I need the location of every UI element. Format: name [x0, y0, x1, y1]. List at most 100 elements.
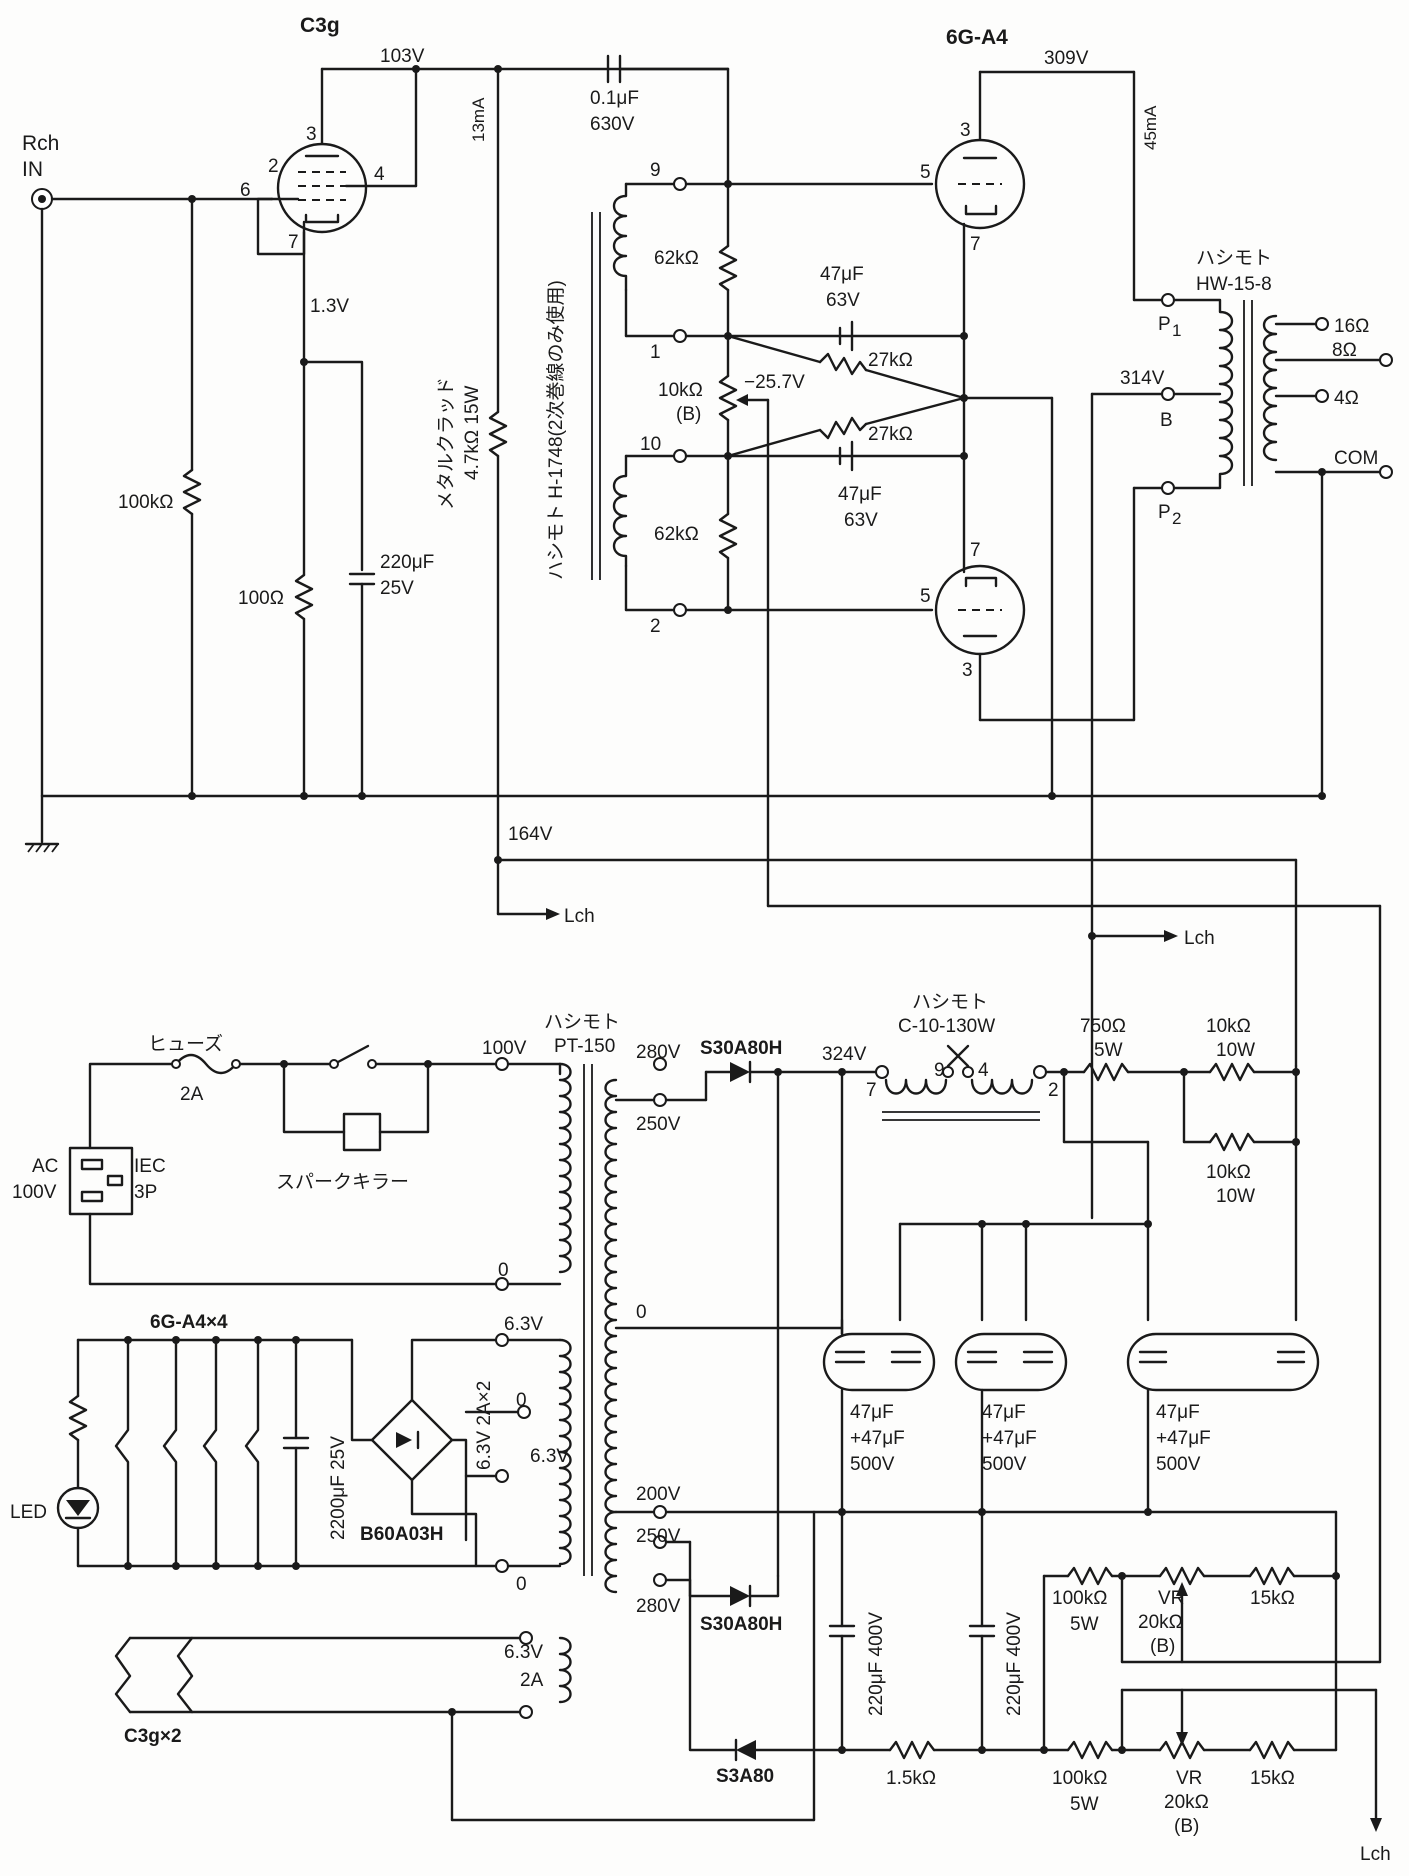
label-220uf-400v-b: 220μF 400V [1004, 1612, 1025, 1716]
iec-label-2: 3P [134, 1182, 157, 1203]
choke-brand: ハシモト [912, 992, 988, 1013]
pt-tap-0b: 0 [516, 1574, 527, 1595]
resistor-27k-top [818, 352, 868, 376]
lch-label-c: Lch [1360, 1844, 1391, 1865]
v-103: 103V [380, 46, 425, 67]
terminal-1-label: 1 [650, 342, 661, 363]
pt-tap-6-3a: 6.3V [504, 1314, 543, 1335]
pt-tap-center-0: 0 [636, 1302, 647, 1323]
choke-c10-130w [882, 1044, 1040, 1121]
label-25v: 25V [380, 578, 414, 599]
output-transformer [1172, 298, 1278, 490]
choke-pin-2: 2 [1048, 1080, 1059, 1101]
dual1-l2: +47μF [850, 1428, 905, 1449]
label-10k-pot: 10kΩ [658, 380, 703, 401]
capacitor-dual-1 [822, 1332, 936, 1392]
label-62k-bottom: 62kΩ [654, 524, 699, 545]
resistor-1-5k [888, 1740, 936, 1760]
terminal-8ohm [1379, 353, 1393, 367]
coupling-cap-voltage: 630V [590, 114, 635, 135]
capacitor-dual-2 [954, 1332, 1068, 1392]
dual2-l3: 500V [982, 1454, 1027, 1475]
dual3-l1: 47μF [1156, 1402, 1200, 1423]
pt-tap-100v: 100V [482, 1038, 527, 1059]
choke-pin-7: 7 [866, 1080, 877, 1101]
resistor-15k-b [1248, 1740, 1296, 1760]
c3g-pin-3: 3 [306, 124, 317, 145]
vr-20k-a [1158, 1566, 1206, 1586]
v-164: 164V [508, 824, 553, 845]
pt-brand: ハシモト [544, 1012, 620, 1033]
choke-pin-9: 9 [934, 1060, 945, 1081]
resistor-27k-bottom [818, 416, 868, 440]
v-309: 309V [1044, 48, 1089, 69]
interstage-transformer [591, 182, 676, 612]
label-47uf-bottom: 47μF [838, 484, 882, 505]
lch-label-a: Lch [564, 906, 595, 927]
ot-brand: ハシモト [1196, 248, 1272, 269]
label-100k-5w-b-w: 5W [1070, 1794, 1099, 1815]
ot-p2-sub: 2 [1172, 509, 1181, 528]
ground-symbol [24, 842, 60, 853]
dual2-l2: +47μF [982, 1428, 1037, 1449]
vr1-l3: (B) [1150, 1636, 1175, 1657]
vr2-l2: 20kΩ [1164, 1792, 1209, 1813]
label-750-5w: 5W [1094, 1040, 1123, 1061]
ot-16ohm: 16Ω [1334, 316, 1369, 337]
top-pin-5: 5 [920, 162, 931, 183]
terminal-2-label: 2 [650, 616, 661, 637]
input-label-1: Rch [22, 132, 59, 155]
choke-model: C-10-130W [898, 1016, 995, 1037]
resistor-750ohm [1082, 1062, 1130, 1082]
vr1-l2: 20kΩ [1138, 1612, 1183, 1633]
diode-label-3: S3A80 [716, 1766, 774, 1787]
c3g-pin-2: 2 [268, 156, 279, 177]
label-100k: 100kΩ [118, 492, 173, 513]
diode-s3a80 [734, 1738, 756, 1762]
spark-killer [342, 1112, 382, 1152]
current-13ma: 13mA [469, 97, 488, 142]
pt-secondary-coil [604, 1078, 618, 1594]
terminal-9-label: 9 [650, 160, 661, 181]
capacitor-dual-3 [1126, 1332, 1320, 1392]
input-label-2: IN [22, 158, 43, 181]
resistor-15k-a [1248, 1566, 1296, 1586]
resistor-led [68, 1394, 88, 1442]
terminal-16ohm [1315, 317, 1329, 331]
tube-label-6ga4: 6G-A4 [946, 26, 1008, 49]
pt-tap-280b: 280V [636, 1596, 681, 1617]
pt-tap-6-3b: 6.3V [530, 1446, 569, 1467]
pt-tap-6-3c: 6.3V [504, 1642, 543, 1663]
label-10k-a: 10kΩ [1206, 1016, 1251, 1037]
pt-tap-250: 250V [636, 1114, 681, 1135]
terminal-com [1379, 465, 1393, 479]
label-47uf-top: 47μF [820, 264, 864, 285]
resistor-100k-5w-a [1066, 1566, 1114, 1586]
pt-tap-0a: 0 [516, 1390, 527, 1411]
power-transformer [558, 1062, 593, 1576]
ot-model: HW-15-8 [1196, 274, 1272, 295]
coupling-cap-value: 0.1μF [590, 88, 639, 109]
ac-label-1: AC [32, 1156, 58, 1177]
top-pin-3: 3 [960, 120, 971, 141]
bot-pin-5: 5 [920, 586, 931, 607]
top-pin-7: 7 [970, 234, 981, 255]
pt-heater-coil-b [558, 1636, 572, 1704]
metalclad-label-1: メタルクラッド [435, 377, 457, 510]
terminal-10-label: 10 [640, 434, 661, 455]
bridge-label: B60A03H [360, 1524, 443, 1545]
label-10k-b: 10kΩ [1206, 1162, 1251, 1183]
pt-heater-coil-a [558, 1338, 572, 1566]
v-1-3: 1.3V [310, 296, 349, 317]
diode-label-1: S30A80H [700, 1038, 782, 1059]
resistor-62k-bottom [718, 512, 738, 560]
label-27k-bottom: 27kΩ [868, 424, 913, 445]
ac-label-2: 100V [12, 1182, 57, 1203]
vr2-l3: (B) [1174, 1816, 1199, 1837]
vr2-l1: VR [1176, 1768, 1202, 1789]
pt-tap-200: 200V [636, 1484, 681, 1505]
label-10k-a-w: 10W [1216, 1040, 1255, 1061]
pt-tap-250b: 250V [636, 1526, 681, 1547]
